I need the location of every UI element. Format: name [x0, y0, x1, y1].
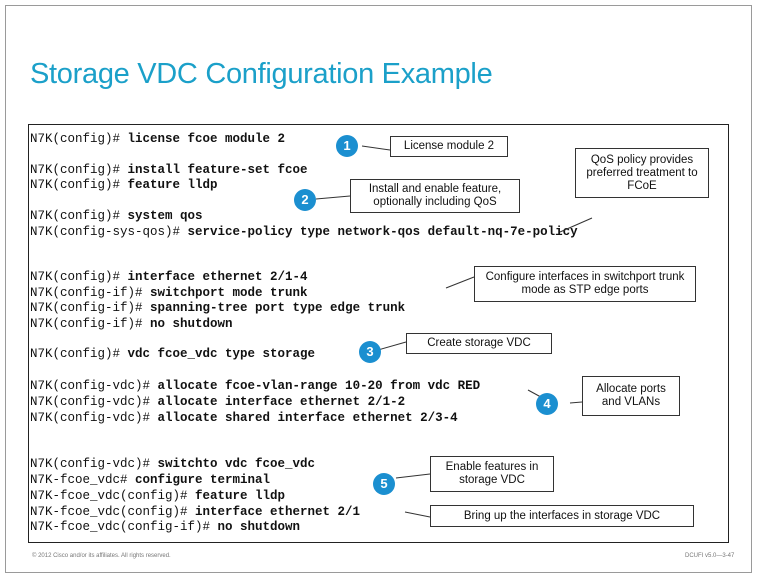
- callout-configure-interfaces: Configure interfaces in switchport trunk…: [474, 266, 696, 302]
- copyright-footer: © 2012 Cisco and/or its affiliates. All …: [32, 553, 171, 559]
- callout-bring-up: Bring up the interfaces in storage VDC: [430, 505, 694, 527]
- code-line: N7K(config)# vdc fcoe_vdc type storage: [30, 347, 316, 361]
- code-line: N7K(config-if)# no shutdown: [30, 317, 233, 331]
- arrow-install: [315, 195, 351, 200]
- code-line: N7K-fcoe_vdc(config)# feature lldp: [30, 489, 286, 503]
- callout-license: License module 2: [390, 136, 508, 157]
- arrow-qos: [559, 217, 593, 233]
- code-line: N7K(config)# system qos: [30, 209, 203, 223]
- arrow-license: [361, 145, 391, 151]
- code-line: N7K(config)# feature lldp: [30, 178, 218, 192]
- callout-enable-features: Enable features in storage VDC: [430, 456, 554, 492]
- callout-qos-policy: QoS policy provides preferred treatment …: [575, 148, 709, 198]
- code-line: N7K(config)# license fcoe module 2: [30, 132, 286, 146]
- arrow-interfaces: [445, 276, 475, 289]
- arrow-allocate-b: [569, 401, 583, 404]
- code-line: N7K(config-if)# spanning-tree port type …: [30, 301, 406, 315]
- code-line: N7K(config-vdc)# switchto vdc fcoe_vdc: [30, 457, 316, 471]
- arrow-create-vdc: [377, 341, 407, 351]
- code-line: N7K(config)# install feature-set fcoe: [30, 163, 308, 177]
- step-marker-1: 1: [336, 135, 358, 157]
- callout-create-vdc: Create storage VDC: [406, 333, 552, 354]
- step-marker-5: 5: [373, 473, 395, 495]
- callout-install-feature: Install and enable feature, optionally i…: [350, 179, 520, 213]
- slide-title: Storage VDC Configuration Example: [30, 58, 493, 90]
- code-line: N7K-fcoe_vdc(config)# interface ethernet…: [30, 505, 361, 519]
- code-line: N7K-fcoe_vdc# configure terminal: [30, 473, 271, 487]
- step-marker-4: 4: [536, 393, 558, 415]
- code-line: N7K(config-sys-qos)# service-policy type…: [30, 225, 578, 239]
- step-marker-2: 2: [294, 189, 316, 211]
- code-line: N7K(config-vdc)# allocate shared interfa…: [30, 411, 458, 425]
- callout-allocate: Allocate ports and VLANs: [582, 376, 680, 416]
- arrow-enable: [395, 473, 431, 479]
- code-line: N7K(config)# interface ethernet 2/1-4: [30, 270, 308, 284]
- code-line: N7K(config-if)# switchport mode trunk: [30, 286, 308, 300]
- arrow-bring-up: [404, 511, 431, 518]
- code-line: N7K-fcoe_vdc(config-if)# no shutdown: [30, 520, 301, 534]
- code-line: N7K(config-vdc)# allocate fcoe-vlan-rang…: [30, 379, 481, 393]
- code-line: N7K(config-vdc)# allocate interface ethe…: [30, 395, 406, 409]
- course-code-footer: DCUFI v5.0—3-47: [685, 553, 735, 559]
- step-marker-3: 3: [359, 341, 381, 363]
